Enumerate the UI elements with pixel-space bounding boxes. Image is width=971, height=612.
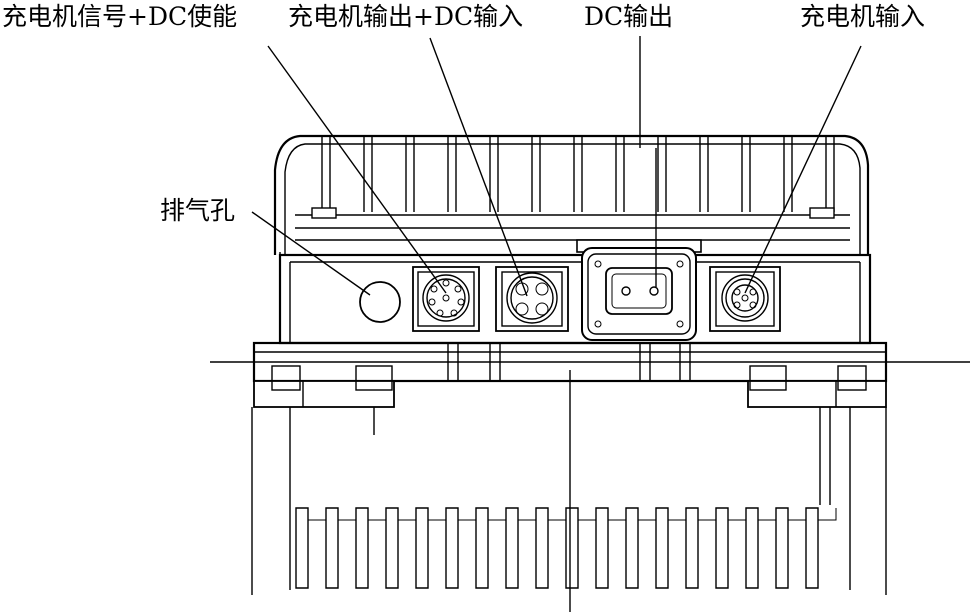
label-charger-signal-dc-enable: 充电机信号+DC使能 <box>2 2 238 31</box>
heat-sink <box>251 407 887 595</box>
heat-sink-fin-gap <box>517 508 537 521</box>
heat-sink-fin <box>325 507 339 589</box>
heat-sink-fin-gap <box>307 508 327 521</box>
heat-sink-fin <box>715 507 729 589</box>
heat-sink-fin <box>685 507 699 589</box>
heat-sink-fin-gap <box>547 508 567 521</box>
heat-sink-fin <box>415 507 429 589</box>
heat-sink-fin-gap <box>757 508 777 521</box>
label-dc-output: DC输出 <box>584 2 674 31</box>
heat-sink-fin-gap <box>607 508 627 521</box>
heat-sink-fin <box>295 507 309 589</box>
heat-sink-fin <box>445 507 459 589</box>
heat-sink-fin-gap <box>397 508 417 521</box>
heat-sink-fin <box>565 507 579 589</box>
heat-sink-fin <box>535 507 549 589</box>
top-housing <box>273 134 870 255</box>
heat-sink-fin-gap <box>577 508 597 521</box>
heat-sink-fin-gap <box>727 508 747 521</box>
label-charger-output-dc-input: 充电机输出+DC输入 <box>288 2 524 31</box>
heat-sink-fin <box>655 507 669 589</box>
heat-sink-fin-gap <box>637 508 657 521</box>
heat-sink-fin-gap <box>487 508 507 521</box>
heat-sink-fin-gap <box>697 508 717 521</box>
heat-sink-fin-gap <box>367 508 387 521</box>
heat-sink-fin <box>595 507 609 589</box>
heat-sink-fin-gap <box>427 508 447 521</box>
heat-sink-fin-gap <box>457 508 477 521</box>
heat-sink-fin-gap <box>817 508 837 521</box>
connector-dc-output <box>576 239 702 341</box>
heat-sink-fin <box>805 507 819 589</box>
heat-sink-fin-gap <box>667 508 687 521</box>
connector-charger-input <box>709 266 781 332</box>
heat-sink-fin <box>745 507 759 589</box>
vent-hole <box>359 281 401 323</box>
heat-sink-fin <box>775 507 789 589</box>
base-plate <box>210 341 970 408</box>
heat-sink-fin <box>385 507 399 589</box>
heat-sink-fin <box>505 507 519 589</box>
label-charger-input: 充电机输入 <box>800 2 926 31</box>
heat-sink-fin-gap <box>337 508 357 521</box>
leader-lines <box>251 36 862 297</box>
heat-sink-fin <box>355 507 369 589</box>
connector-charger-output <box>495 266 569 332</box>
connector-charger-signal <box>412 266 480 332</box>
heat-sink-fin <box>475 507 489 589</box>
label-vent-hole: 排气孔 <box>160 196 236 225</box>
heat-sink-fin <box>625 507 639 589</box>
heat-sink-fin-gap <box>787 508 807 521</box>
